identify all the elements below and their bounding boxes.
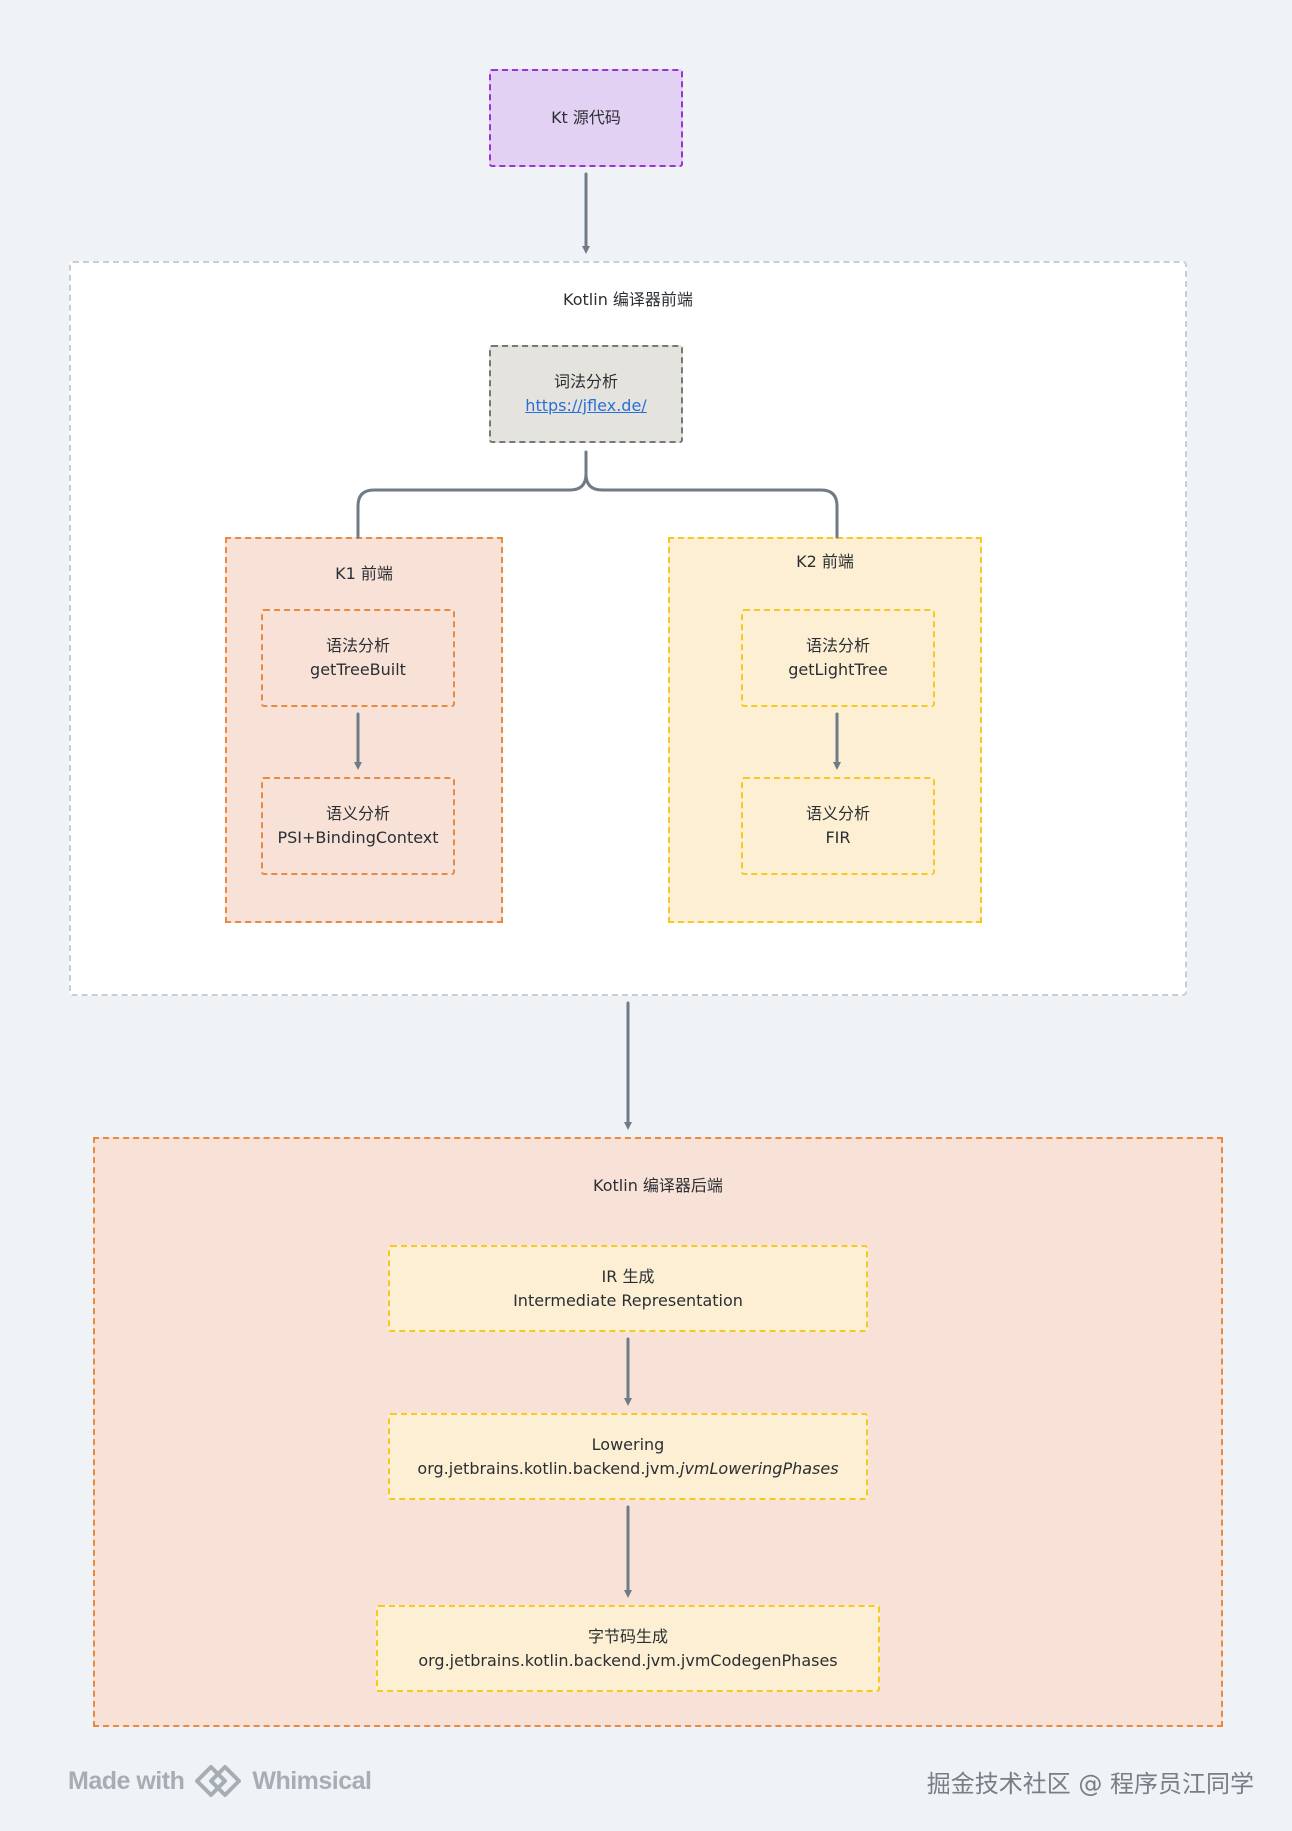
- k1-title: K1 前端: [335, 564, 393, 583]
- k2-title: K2 前端: [796, 552, 854, 571]
- k2-semantic-label: 语义分析: [805, 804, 870, 823]
- source-code-node[interactable]: Kt 源代码: [489, 69, 683, 167]
- k1-semantic-detail: PSI+BindingContext: [277, 828, 439, 847]
- lowering-node[interactable]: Lowering org.jetbrains.kotlin.backend.jv…: [388, 1413, 868, 1500]
- k1-semantic-label: 语义分析: [325, 804, 390, 823]
- whimsical-logo-icon: [194, 1764, 242, 1798]
- source-code-label: Kt 源代码: [551, 108, 621, 127]
- jflex-link[interactable]: https://jflex.de/: [525, 396, 647, 415]
- lexer-label: 词法分析: [553, 372, 618, 391]
- bytecode-node[interactable]: 字节码生成 org.jetbrains.kotlin.backend.jvm.j…: [376, 1605, 880, 1692]
- frontend-title: Kotlin 编译器前端: [563, 290, 693, 309]
- lowering-detail: org.jetbrains.kotlin.backend.jvm.jvmLowe…: [417, 1457, 838, 1481]
- ir-detail: Intermediate Representation: [513, 1290, 743, 1310]
- watermark: 掘金技术社区 @ 程序员江同学: [926, 1769, 1254, 1798]
- k1-syntax-label: 语法分析: [325, 636, 390, 655]
- bytecode-detail: org.jetbrains.kotlin.backend.jvm.jvmCode…: [418, 1650, 838, 1670]
- whimsical-brand-text: Whimsical: [252, 1766, 372, 1795]
- k2-syntax-detail: getLightTree: [788, 660, 888, 679]
- k2-syntax-node[interactable]: 语法分析 getLightTree: [741, 609, 935, 707]
- lowering-detail-prefix: org.jetbrains.kotlin.backend.jvm.: [417, 1458, 680, 1478]
- backend-title: Kotlin 编译器后端: [593, 1176, 723, 1195]
- k2-syntax-label: 语法分析: [805, 636, 870, 655]
- k2-semantic-detail: FIR: [825, 828, 851, 847]
- k1-syntax-node[interactable]: 语法分析 getTreeBuilt: [261, 609, 455, 707]
- ir-label: IR 生成: [601, 1266, 655, 1286]
- bytecode-label: 字节码生成: [587, 1626, 668, 1646]
- k1-syntax-detail: getTreeBuilt: [310, 660, 406, 679]
- lowering-detail-italic: jvmLoweringPhases: [680, 1458, 839, 1478]
- k2-semantic-node[interactable]: 语义分析 FIR: [741, 777, 935, 875]
- k1-semantic-node[interactable]: 语义分析 PSI+BindingContext: [261, 777, 455, 875]
- lowering-label: Lowering: [591, 1434, 665, 1454]
- lexer-node[interactable]: 词法分析 https://jflex.de/: [489, 345, 683, 443]
- made-with-whimsical[interactable]: Made with Whimsical: [68, 1763, 372, 1799]
- ir-node[interactable]: IR 生成 Intermediate Representation: [388, 1245, 868, 1332]
- made-with-text: Made with: [68, 1766, 185, 1795]
